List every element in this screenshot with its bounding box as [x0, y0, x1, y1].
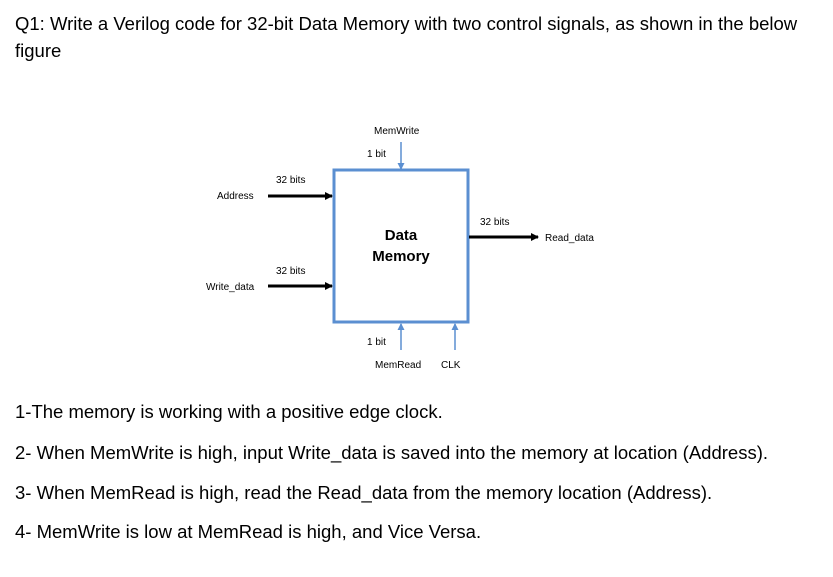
data-memory-diagram: Data Memory MemWrite 1 bit Address 32 bi… [206, 126, 594, 371]
block-label-memory: Memory [372, 248, 430, 265]
question-text: Q1: Write a Verilog code for 32-bit Data… [15, 13, 798, 61]
write-data-width: 32 bits [276, 266, 305, 277]
write-data-label: Write_data [206, 282, 255, 293]
address-label: Address [217, 191, 254, 202]
address-width: 32 bits [276, 175, 305, 186]
list-item: 4- MemWrite is low at MemRead is high, a… [15, 521, 482, 542]
read-data-label: Read_data [545, 233, 594, 244]
read-data-width: 32 bits [480, 217, 509, 228]
clk-label: CLK [441, 360, 461, 371]
memwrite-width: 1 bit [367, 149, 386, 160]
memwrite-label: MemWrite [374, 126, 420, 137]
memread-label: MemRead [375, 360, 421, 371]
memory-block [332, 168, 470, 324]
list-item: 3- When MemRead is high, read the Read_d… [15, 482, 713, 503]
list-item: 2- When MemWrite is high, input Write_da… [15, 442, 768, 463]
block-label-data: Data [385, 227, 418, 244]
memread-width: 1 bit [367, 337, 386, 348]
list-item: 1-The memory is working with a positive … [15, 401, 443, 422]
